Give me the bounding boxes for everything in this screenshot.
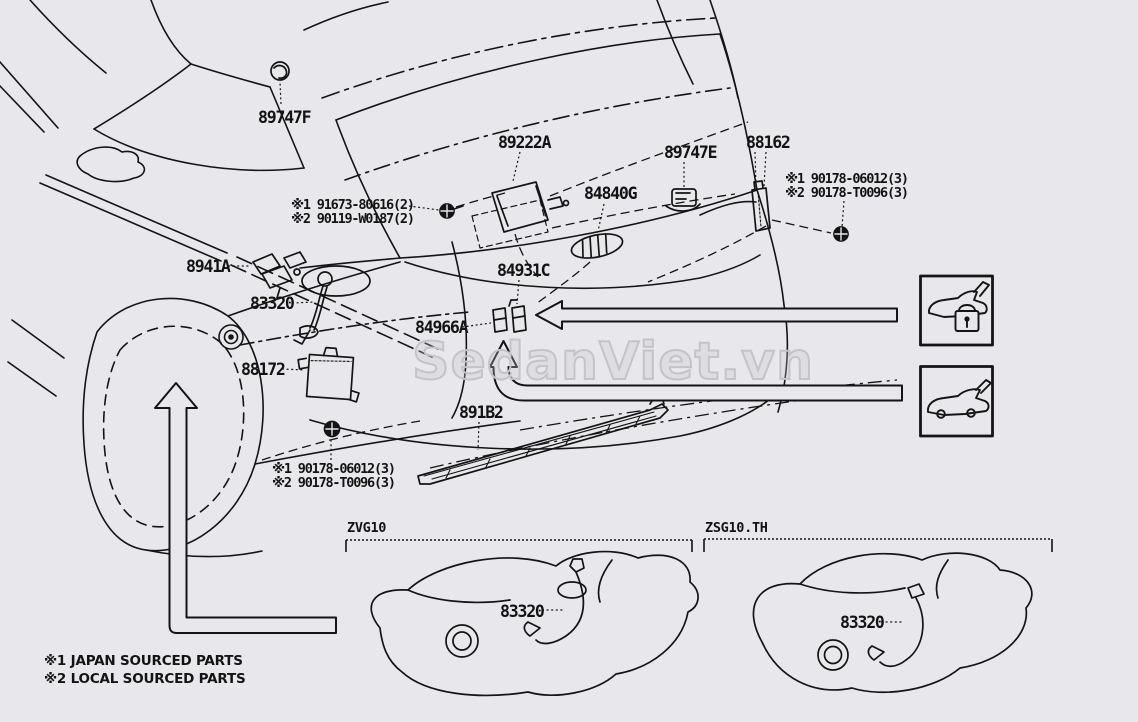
part-84840G <box>570 233 624 259</box>
part-label-83320: 83320 <box>250 294 295 313</box>
part-88162 <box>751 180 771 232</box>
assembly-dash-lines <box>261 121 898 469</box>
part-label-8941A: 8941A <box>186 257 231 276</box>
part-891B2 <box>417 397 669 485</box>
liftgate-lock-icon <box>928 281 990 332</box>
bolt-91673 <box>439 203 464 219</box>
section-label-zsg10: ZSG10.TH <box>705 520 768 536</box>
liftgate-open-icon <box>927 379 992 419</box>
nut-90178-top <box>833 226 849 242</box>
part-label-89747E: 89747E <box>664 143 718 162</box>
part-89222A <box>471 181 570 249</box>
part-89747E <box>665 188 701 212</box>
car-outline <box>0 0 789 558</box>
section-label-zvg10: ZVG10 <box>347 520 387 536</box>
part-label-89222A: 89222A <box>498 133 552 152</box>
part-label-84931C: 84931C <box>497 261 551 280</box>
arrow-l-shape-up <box>154 382 337 634</box>
fastener-note-a2: ※2 90119-W0187(2) <box>291 211 415 227</box>
part-83320-car <box>293 265 371 345</box>
open-box-frame <box>919 365 994 438</box>
fuel-tank-zvg10 <box>370 550 699 697</box>
part-label-891B2: 891B2 <box>459 403 504 422</box>
icon-boxes <box>919 274 994 438</box>
part-label-tank2-83320: 83320 <box>840 613 885 632</box>
fastener-note-b2: ※2 90178-T0096(3) <box>785 185 909 201</box>
watermark: SedanViet.vn <box>411 331 814 393</box>
part-88172 <box>297 346 360 403</box>
section-brackets <box>345 538 1053 552</box>
part-89747F <box>270 61 290 81</box>
part-clips <box>492 299 527 333</box>
part-label-84966A: 84966A <box>415 318 469 337</box>
fastener-note-c2: ※2 90178-T0096(3) <box>272 475 396 491</box>
nut-90178-bottom <box>323 420 341 438</box>
part-label-88162: 88162 <box>746 133 791 152</box>
fastener-note-b1: ※1 90178-06012(3) <box>785 171 909 187</box>
part-label-88172: 88172 <box>241 360 286 379</box>
part-label-tank1-83320: 83320 <box>500 602 545 621</box>
fastener-note-c1: ※1 90178-06012(3) <box>272 461 396 477</box>
part-drawings <box>252 61 849 485</box>
legend-line-japan: ※1 JAPAN SOURCED PARTS <box>44 653 243 669</box>
legend-line-local: ※2 LOCAL SOURCED PARTS <box>44 671 246 687</box>
part-label-89747F: 89747F <box>258 108 312 127</box>
fuel-tank-zsg10 <box>752 552 1033 694</box>
pointer-arrows <box>154 300 903 634</box>
arrow-hook-up <box>489 340 903 402</box>
fastener-note-a1: ※1 91673-80616(2) <box>291 197 415 213</box>
arrow-left-horizontal <box>535 300 898 330</box>
part-label-84840G: 84840G <box>584 184 638 203</box>
leader-lines <box>228 81 903 623</box>
part-8941A <box>252 251 307 299</box>
